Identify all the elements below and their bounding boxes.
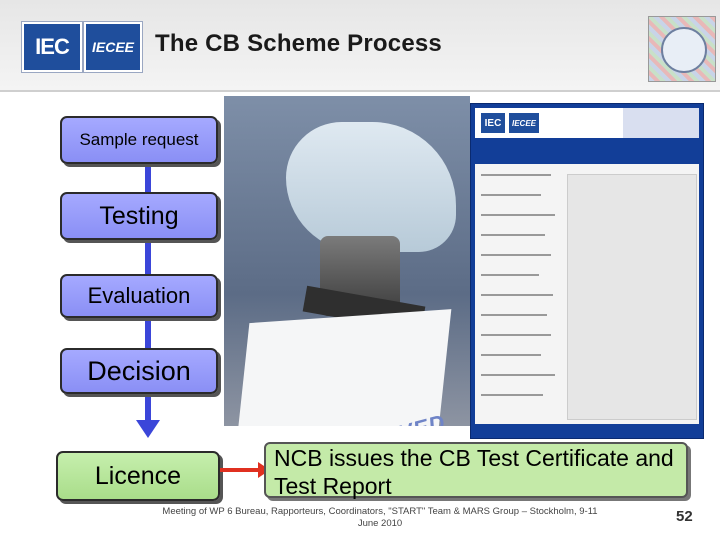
certificate-header: IEC IECEE	[475, 108, 623, 138]
step-testing: Testing	[60, 192, 218, 240]
certificate-callout: NCB issues the CB Test Certificate and T…	[264, 442, 688, 499]
certificate-text-line	[481, 254, 551, 256]
certificate-text-line	[481, 354, 541, 356]
certificate-iecee-logo: IECEE	[509, 113, 539, 133]
step-sample-request: Sample request	[60, 116, 218, 164]
right-arrow-line	[220, 468, 262, 472]
step-licence: Licence	[56, 451, 220, 501]
certificate-text-line	[481, 174, 551, 176]
slide-footer: Meeting of WP 6 Bureau, Rapporteurs, Coo…	[162, 506, 598, 529]
step-evaluation: Evaluation	[60, 274, 218, 318]
slide-header: IEC IECEE The CB Scheme Process	[0, 0, 720, 92]
page-number: 52	[676, 508, 693, 525]
certificate-text-line	[481, 314, 547, 316]
certificate-text-line	[481, 274, 539, 276]
certificate-text-line	[481, 394, 543, 396]
certificate-body	[475, 164, 699, 424]
iecee-logo: IECEE	[83, 21, 143, 73]
certificate-text-line	[481, 374, 555, 376]
certificate-text-line	[481, 234, 545, 236]
certificate-iec-logo: IEC	[481, 113, 505, 133]
certificate-text-line	[481, 194, 541, 196]
iec-logo: IEC	[21, 21, 83, 73]
emblem-seal	[661, 27, 707, 73]
stamp-photo: APPROVED	[224, 96, 470, 426]
un-emblem-icon	[648, 16, 716, 82]
certificate-ref-box	[623, 108, 699, 138]
glove-shape	[286, 122, 456, 252]
down-arrow-icon	[136, 420, 160, 438]
cb-test-certificate-image: IEC IECEE	[470, 103, 704, 439]
slide-title: The CB Scheme Process	[155, 30, 442, 57]
certificate-text-line	[481, 214, 555, 216]
certificate-text-line	[481, 334, 551, 336]
certificate-text-line	[481, 294, 553, 296]
paper-sheet	[236, 309, 452, 426]
step-decision: Decision	[60, 348, 218, 394]
certificate-content-box	[567, 174, 697, 420]
